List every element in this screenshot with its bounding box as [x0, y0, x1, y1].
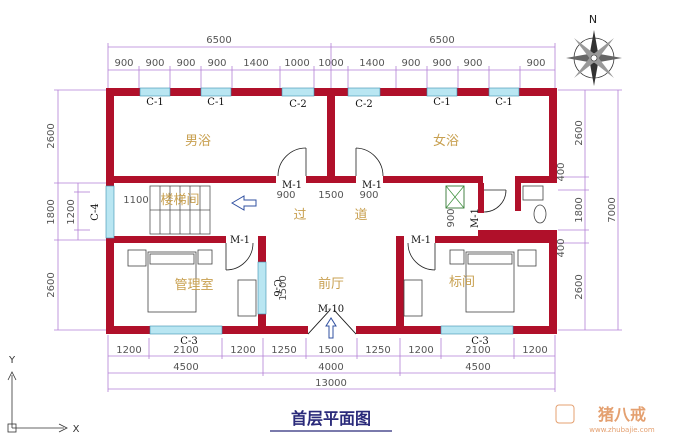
watermark-brand: 猪八戒 — [597, 405, 646, 424]
watermark-logo — [555, 404, 575, 424]
window-label: C-2 — [355, 99, 372, 110]
dim-top-seg: 1000 — [318, 58, 343, 69]
dim-top-seg: 900 — [176, 58, 195, 69]
door-label: M-1 — [411, 235, 431, 246]
dim-bottom-seg: 2100 — [465, 345, 490, 356]
compass-icon — [566, 30, 622, 86]
room-label-corridor: 过 — [293, 208, 306, 223]
top-dimension-lines — [107, 43, 556, 90]
dim-left-inner: 1200 — [66, 199, 77, 224]
axis-y-label: Y — [8, 355, 16, 366]
dim-right-overall: 7000 — [607, 197, 618, 222]
dim-top-seg: 1400 — [243, 58, 268, 69]
ucs-axis-icon — [7, 371, 68, 433]
room-label-men-bath: 男浴 — [185, 134, 211, 149]
windows — [105, 87, 520, 335]
arrow-left-icon — [231, 195, 257, 211]
room-label-corridor: 道 — [354, 208, 367, 223]
door-label: M-1 — [230, 235, 250, 246]
window-c3 — [440, 325, 514, 335]
door-label: M-1 — [282, 180, 302, 191]
dim-interior: 1500 — [278, 275, 289, 300]
window-c6 — [257, 261, 267, 315]
door-label: M-1 — [470, 208, 481, 228]
room-label-office: 管理室 — [174, 277, 213, 293]
dim-bottom-seg: 1250 — [271, 345, 296, 356]
room-label-hall: 前厅 — [318, 276, 344, 292]
stair — [149, 185, 211, 235]
dim-bottom-seg: 1250 — [365, 345, 390, 356]
dim-bottom-seg: 1200 — [522, 345, 547, 356]
dim-left: 1800 — [46, 199, 57, 224]
window-label: C-2 — [289, 99, 306, 110]
window-label: C-1 — [495, 97, 512, 108]
dim-bottom-group: 4500 — [173, 362, 198, 373]
dim-bottom-group: 4000 — [318, 362, 343, 373]
dim-right: 2600 — [574, 120, 585, 145]
dim-top-overall-right: 6500 — [429, 35, 454, 46]
dim-right: 400 — [556, 162, 567, 181]
room-label-women-bath: 女浴 — [433, 133, 459, 149]
window-c3 — [149, 325, 223, 335]
window-label: C-6 — [271, 279, 282, 296]
dim-bottom-seg: 2100 — [173, 345, 198, 356]
bottom-dimension-lines — [107, 335, 556, 392]
right-dimension-lines — [558, 89, 622, 331]
room-label-stair: 楼梯间 — [160, 193, 199, 208]
dim-right: 2600 — [574, 274, 585, 299]
window-label: C-1 — [207, 97, 224, 108]
drawing-title: 首层平面图 — [291, 409, 371, 428]
dim-bottom-group: 4500 — [465, 362, 490, 373]
dim-bottom-seg: 1200 — [116, 345, 141, 356]
window-c2 — [281, 87, 315, 97]
window-c1 — [200, 87, 232, 97]
window-c2 — [347, 87, 381, 97]
dim-bottom-seg: 1200 — [230, 345, 255, 356]
dim-interior: 1500 — [318, 190, 343, 201]
dim-bottom-seg: 1500 — [318, 345, 343, 356]
window-c1 — [426, 87, 458, 97]
dim-right: 1800 — [574, 197, 585, 222]
window-label: C-4 — [90, 203, 101, 220]
dim-top-seg: 900 — [207, 58, 226, 69]
room-label-standard: 标间 — [449, 275, 475, 290]
dim-interior: 900 — [359, 190, 378, 201]
dim-top-seg: 900 — [145, 58, 164, 69]
dim-bottom-seg: 1200 — [408, 345, 433, 356]
dim-top-seg: 900 — [463, 58, 482, 69]
dim-interior: 900 — [446, 208, 457, 227]
watermark-url: www.zhubajie.com — [589, 426, 655, 434]
window-c1 — [488, 87, 520, 97]
window-label: C-3 — [471, 336, 488, 347]
dim-top-seg: 1000 — [284, 58, 309, 69]
left-dimension-lines — [54, 89, 106, 331]
dim-top-seg: 1400 — [359, 58, 384, 69]
dim-interior: 1100 — [123, 195, 148, 206]
window-c4 — [105, 185, 115, 239]
door-label: M-1 — [362, 180, 382, 191]
dim-left: 2600 — [46, 123, 57, 148]
dim-top-seg: 900 — [526, 58, 545, 69]
door-swings — [225, 147, 507, 335]
window-label: C-3 — [180, 336, 197, 347]
door-label: M-10 — [318, 304, 344, 315]
dim-top-overall-left: 6500 — [206, 35, 231, 46]
axis-x-label: X — [73, 424, 80, 435]
arrow-up-icon — [325, 317, 337, 339]
dim-left: 2600 — [46, 272, 57, 297]
dim-right: 400 — [556, 238, 567, 257]
dim-top-seg: 900 — [432, 58, 451, 69]
dim-interior: 900 — [276, 190, 295, 201]
compass-north-label: N — [589, 13, 597, 26]
window-label: C-1 — [146, 97, 163, 108]
dim-bottom-overall: 13000 — [315, 378, 347, 389]
window-label: C-1 — [433, 97, 450, 108]
window-c1 — [139, 87, 171, 97]
dim-top-seg: 900 — [401, 58, 420, 69]
bath-fixtures — [445, 185, 465, 209]
dim-top-seg: 900 — [114, 58, 133, 69]
